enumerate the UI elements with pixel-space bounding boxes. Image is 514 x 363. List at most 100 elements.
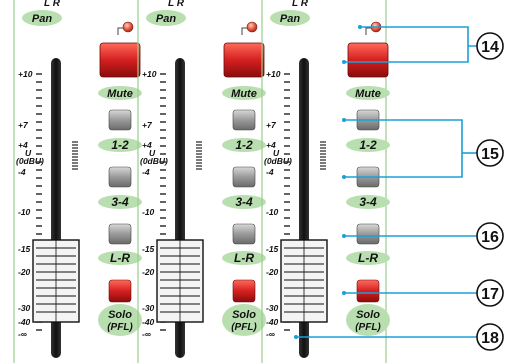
scale-plus10: +10 — [18, 69, 33, 79]
pfl-label: (PFL) — [231, 322, 257, 333]
scale-dbu: (0dBU) — [16, 156, 44, 166]
sub-3-4-label: 3-4 — [359, 195, 377, 209]
sub-3-4-label: 3-4 — [111, 195, 129, 209]
solo-label: Solo — [356, 309, 380, 321]
solo-button — [108, 279, 132, 303]
pan-pill — [146, 10, 186, 26]
callout-14-circle — [476, 32, 504, 60]
callout-16-circle — [476, 222, 504, 250]
solo-label: Solo — [232, 309, 256, 321]
channel-strip-2: L RPan+10+7+4-4-10-15-20-30-40U(0dBU)-∞M… — [137, 0, 266, 363]
solo-pill — [98, 304, 142, 336]
scale-dbu: (0dBU) — [140, 156, 168, 166]
pfl-label: (PFL) — [107, 322, 133, 333]
callout-16-number: 16 — [481, 229, 499, 246]
mute-pill — [222, 86, 266, 100]
scale-plus4: +4 — [266, 140, 276, 150]
scale-plus7: +7 — [142, 120, 153, 130]
scale-infinity: -∞ — [142, 329, 151, 339]
scale-minus20: -20 — [142, 267, 155, 277]
lr-label: L R — [44, 0, 61, 9]
sub-l-r-pill — [222, 251, 266, 265]
sub-3-4-pill — [346, 195, 390, 209]
scale-infinity: -∞ — [266, 329, 275, 339]
scale-minus15: -15 — [266, 244, 279, 254]
channel-strip-3: L RPan+10+7+4-4-10-15-20-30-40U(0dBU)-∞M… — [261, 0, 390, 363]
scale-minus40: -40 — [18, 317, 31, 327]
scale-infinity: -∞ — [18, 329, 27, 339]
assign-1-2-button — [108, 109, 132, 131]
callout-14-number: 14 — [481, 39, 499, 56]
solo-label: Solo — [108, 309, 132, 321]
mute-label: Mute — [107, 88, 133, 100]
callout-15-dot — [342, 118, 346, 122]
sub-3-4-label: 3-4 — [235, 195, 253, 209]
assign-3-4-button — [232, 166, 256, 188]
mute-pill — [346, 86, 390, 100]
pan-label: Pan — [32, 13, 52, 25]
sub-1-2-label: 1-2 — [235, 138, 253, 152]
callout-18-circle — [476, 323, 504, 351]
sub-l-r-label: L-R — [110, 251, 130, 265]
scale-plus10: +10 — [266, 69, 281, 79]
callout-18-dot — [294, 335, 298, 339]
callout-14-dot — [358, 25, 362, 29]
assign-l-r-button — [108, 223, 132, 245]
mute-button — [347, 42, 389, 78]
sub-3-4-pill — [98, 195, 142, 209]
scale-plus7: +7 — [18, 120, 29, 130]
sub-l-r-pill — [346, 251, 390, 265]
callout-15-dot — [342, 175, 346, 179]
sub-1-2-label: 1-2 — [111, 138, 129, 152]
sub-1-2-pill — [222, 138, 266, 152]
scale-u: U — [149, 148, 156, 158]
scale-minus10: -10 — [266, 207, 279, 217]
mute-button — [223, 42, 265, 78]
callout-15-line — [344, 119, 463, 178]
scale-minus40: -40 — [266, 317, 279, 327]
assign-3-4-button — [108, 166, 132, 188]
scale-plus4: +4 — [142, 140, 152, 150]
scale-minus4: -4 — [142, 167, 150, 177]
assign-1-2-button — [232, 109, 256, 131]
pfl-label: (PFL) — [355, 322, 381, 333]
solo-button — [232, 279, 256, 303]
lr-label: L R — [168, 0, 185, 9]
mute-button — [99, 42, 141, 78]
scale-dbu: (0dBU) — [264, 156, 292, 166]
pan-label: Pan — [280, 13, 300, 25]
scale-u: U — [25, 148, 32, 158]
scale-plus10: +10 — [142, 69, 157, 79]
callout-15-number: 15 — [481, 146, 499, 163]
sub-1-2-pill — [98, 138, 142, 152]
solo-button — [356, 279, 380, 303]
sub-3-4-pill — [222, 195, 266, 209]
scale-minus30: -30 — [142, 303, 155, 313]
peak-led — [246, 21, 258, 33]
scale-minus10: -10 — [18, 207, 31, 217]
callout-14-dot — [342, 60, 346, 64]
scale-minus15: -15 — [142, 244, 155, 254]
peak-led — [122, 21, 134, 33]
callout-17-circle — [476, 279, 504, 307]
mute-label: Mute — [355, 88, 381, 100]
mute-label: Mute — [231, 88, 257, 100]
assign-l-r-button — [356, 223, 380, 245]
scale-minus20: -20 — [266, 267, 279, 277]
callout-18-number: 18 — [481, 330, 499, 347]
scale-u: U — [273, 148, 280, 158]
scale-minus30: -30 — [266, 303, 279, 313]
sub-l-r-label: L-R — [234, 251, 254, 265]
lr-label: L R — [292, 0, 309, 9]
scale-minus40: -40 — [142, 317, 155, 327]
callout-16-dot — [342, 234, 346, 238]
scale-minus10: -10 — [142, 207, 155, 217]
solo-pill — [346, 304, 390, 336]
callout-17-number: 17 — [481, 286, 499, 303]
callout-14-line — [360, 26, 477, 47]
scale-plus7: +7 — [266, 120, 277, 130]
sub-l-r-label: L-R — [358, 251, 378, 265]
solo-pill — [222, 304, 266, 336]
